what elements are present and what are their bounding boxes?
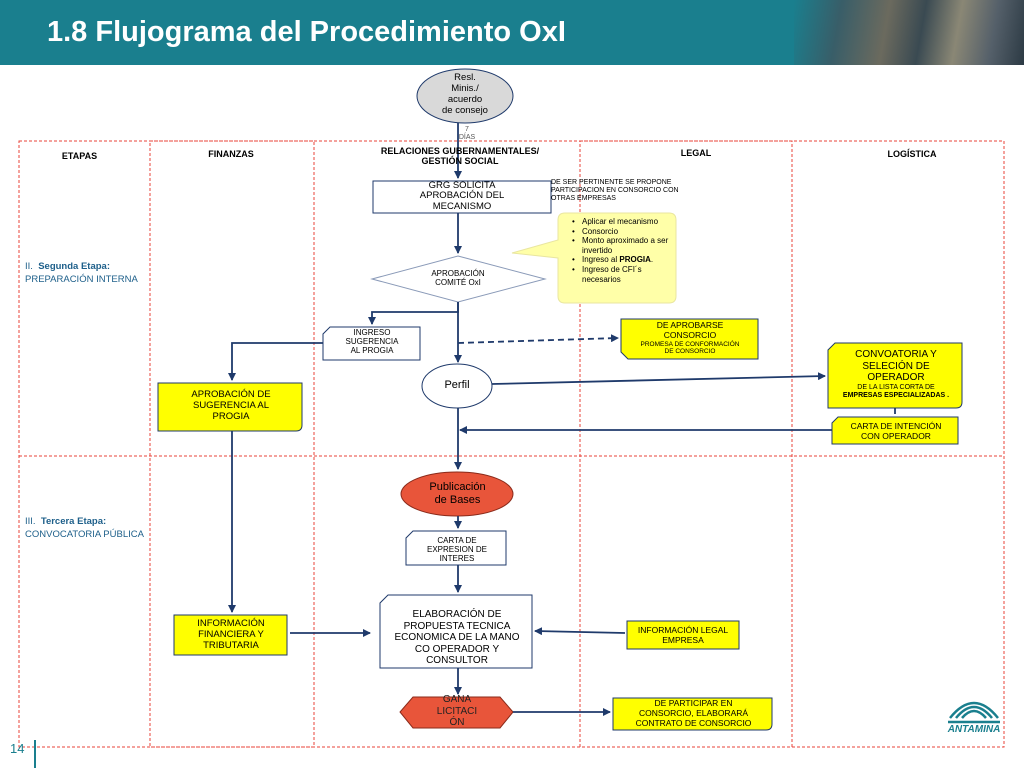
interest-letter-box	[405, 530, 507, 566]
intent-letter-box	[831, 416, 959, 445]
perfil-ellipse	[421, 363, 493, 409]
consortium-box	[620, 318, 759, 360]
col-header-relaciones-line1: RELACIONES GUBERNAMENTALES/	[380, 146, 540, 156]
arrow-legal-proposal	[534, 627, 626, 636]
arrow-committee-ingreso	[368, 302, 459, 325]
contract-box	[612, 697, 773, 731]
proposal-box	[379, 594, 533, 669]
callout-item: Monto aproximado a ser invertido	[572, 236, 670, 255]
stage-second-title: II. Segunda Etapa:	[25, 261, 110, 272]
callout-requirements: Aplicar el mecanismo Consorcio Monto apr…	[558, 213, 676, 303]
callout-item: Ingreso de CFI´s necesarios	[572, 265, 670, 284]
arrow-dashed-consortium	[457, 334, 619, 344]
col-header-logistica: LOGÍSTICA	[887, 149, 937, 159]
stage-third-title: III. Tercera Etapa:	[25, 516, 107, 527]
col-header-legal: LEGAL	[680, 148, 712, 158]
approval-progia-box	[157, 382, 303, 432]
col-header-etapas: ETAPAS	[61, 151, 98, 161]
header-bar: 1.8 Flujograma del Procedimiento OxI	[0, 0, 1024, 65]
arrow-perfil-operator	[491, 372, 826, 385]
col-header-relaciones-line2: GESTIÓN SOCIAL	[421, 156, 499, 167]
publication-ellipse	[400, 471, 514, 517]
lane-finanzas	[149, 140, 315, 748]
callout-item: Consorcio	[572, 227, 670, 237]
resolution-ellipse	[416, 68, 514, 124]
page-number-divider	[34, 740, 36, 768]
progia-entry-box	[322, 326, 421, 361]
grid-outline	[18, 140, 1005, 748]
antamina-logo-mark	[948, 701, 1000, 724]
legal-info-box	[626, 620, 740, 650]
stage-second-subtitle: PREPARACIÓN INTERNA	[25, 273, 138, 285]
arrows	[228, 123, 896, 716]
col-header-relaciones: RELACIONES GUBERNAMENTALES/ GESTIÓN SOCI…	[370, 146, 550, 167]
callout-item: Aplicar el mecanismo	[572, 217, 670, 227]
header-mine-photo	[794, 0, 1024, 65]
financial-info-box	[173, 614, 288, 656]
col-header-finanzas: FINANZAS	[208, 149, 254, 159]
page-number: 14	[10, 741, 25, 756]
stage-third-subtitle: CONVOCATORIA PÚBLICA	[25, 528, 144, 540]
grg-request-box	[372, 180, 552, 214]
swimlane-grid	[18, 140, 1005, 748]
stage-third: III. Tercera Etapa: CONVOCATORIA PÚBLICA	[25, 516, 147, 542]
stage-second: II. Segunda Etapa: PREPARACIÓN INTERNA	[25, 261, 147, 287]
lane-legal	[579, 140, 793, 748]
win-tender-hexagon	[399, 696, 514, 729]
perfil-label: Perfil	[444, 379, 470, 391]
page-title: 1.8 Flujograma del Procedimiento OxI	[47, 16, 566, 48]
antamina-logo: ANTAMINA	[947, 724, 1001, 735]
callout-item: Ingreso al PROGIA.	[572, 255, 670, 265]
arrow-ingreso-approval	[228, 342, 323, 381]
operator-selection-box	[827, 342, 963, 409]
